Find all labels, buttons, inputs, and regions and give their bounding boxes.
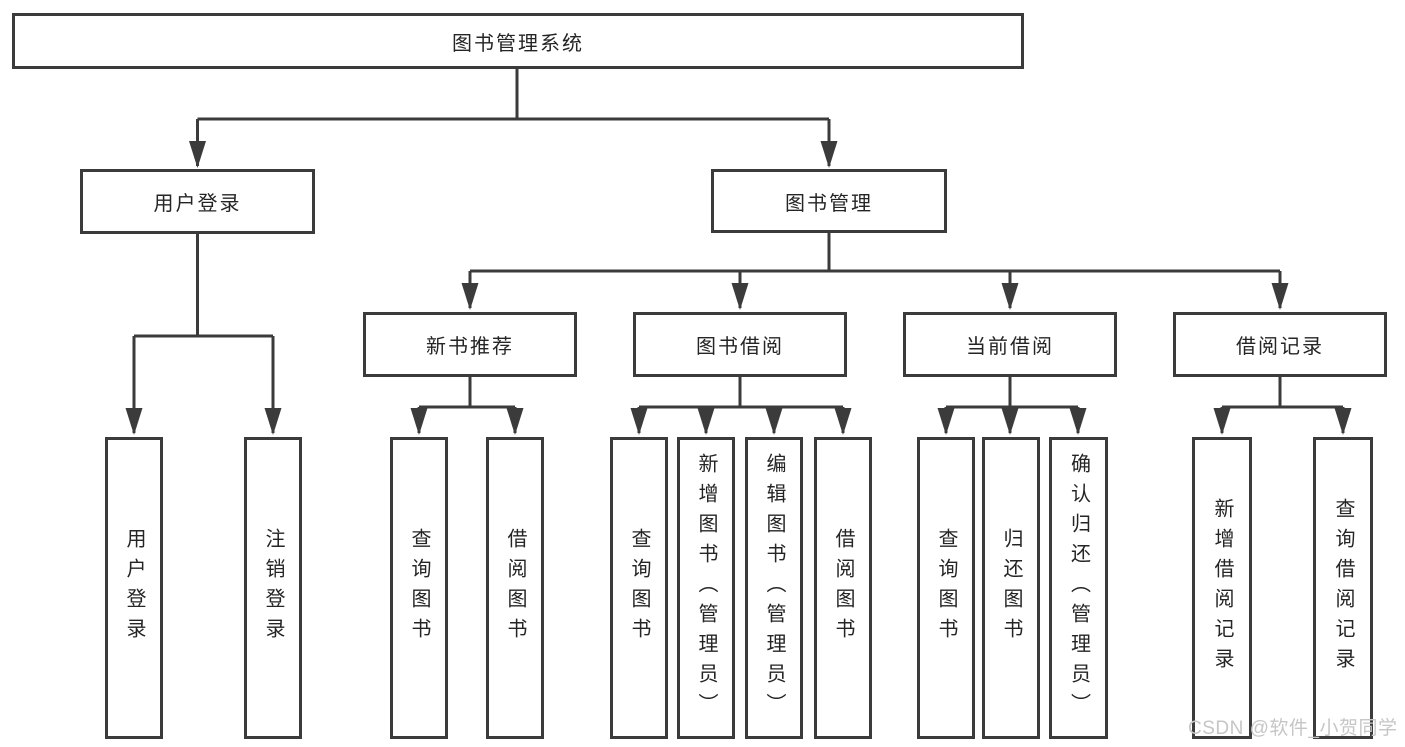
leaf-return-books: 归还图书 [982,437,1040,739]
leaf-add-borrow-record: 新增借阅记录 [1192,437,1252,739]
node-label: 新增借阅记录 [1211,498,1233,678]
node-label: 图书管理系统 [452,32,584,55]
node-label: 用户登录 [123,528,145,648]
node-label: 借阅图书 [832,528,854,648]
node-label: 新书推荐 [426,336,514,358]
leaf-borrow-books: 借阅图书 [814,437,872,739]
csdn-watermark: CSDN @软件_小贺同学 [1188,718,1398,739]
connector-new-book-rec-to-leaves [410,377,524,435]
node-label: 查询图书 [935,528,957,648]
node-label: 借阅图书 [504,528,526,648]
connector-current-borrow-to-leaves [937,377,1087,435]
leaf-borrow-books-recommend: 借阅图书 [486,437,544,739]
node-label: 查询图书 [628,528,650,648]
node-label: 归还图书 [1000,528,1022,648]
leaf-query-borrow-record: 查询借阅记录 [1313,437,1373,739]
node-book-borrow: 图书借阅 [633,312,847,377]
node-label: 新增图书（管理员） [695,453,717,723]
node-label: 用户登录 [153,193,242,215]
node-new-book-recommend: 新书推荐 [363,312,577,377]
leaf-confirm-return-admin: 确认归还（管理员） [1049,437,1108,739]
node-label: 注销登录 [262,528,284,648]
node-label: 借阅记录 [1236,336,1324,358]
node-borrow-records: 借阅记录 [1173,312,1387,377]
connector-user-login-to-leaves [125,234,282,435]
node-label: 图书借阅 [696,336,784,358]
node-book-management: 图书管理 [711,169,947,233]
leaf-add-books-admin: 新增图书（管理员） [677,437,735,739]
leaf-edit-books-admin: 编辑图书（管理员） [745,437,803,739]
node-label: 查询图书 [408,528,430,648]
node-label: 确认归还（管理员） [1067,453,1090,723]
leaf-query-books-recommend: 查询图书 [390,437,448,739]
node-user-login-group: 用户登录 [80,169,315,234]
connector-book-borrow-to-leaves [630,377,852,435]
node-label: 查询借阅记录 [1332,498,1354,678]
connector-root-to-level2 [189,69,838,168]
leaf-user-login: 用户登录 [105,437,163,739]
node-label: 编辑图书（管理员） [763,453,785,723]
node-label: 图书管理 [785,192,873,215]
connector-book-mgmt-to-level3 [461,233,1289,310]
leaf-query-books-current: 查询图书 [917,437,975,739]
node-library-management-system: 图书管理系统 [12,13,1024,69]
node-current-borrow: 当前借阅 [903,312,1117,377]
connector-borrow-records-to-leaves [1213,377,1352,435]
leaf-logout: 注销登录 [244,437,302,739]
node-label: 当前借阅 [966,336,1054,358]
leaf-query-books-borrow: 查询图书 [610,437,668,739]
